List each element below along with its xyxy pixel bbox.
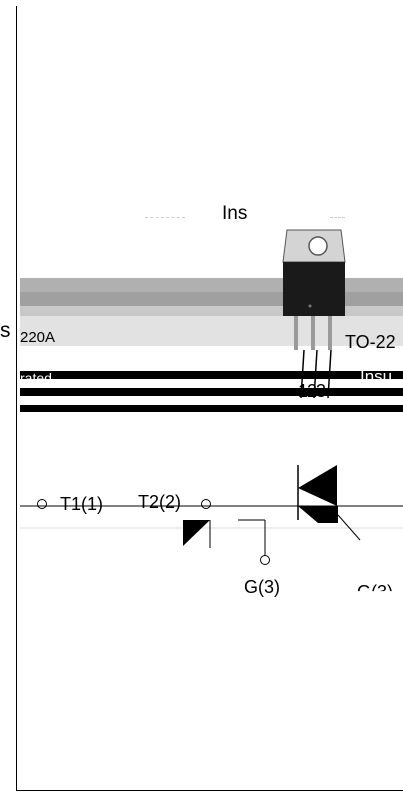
band-light xyxy=(20,316,403,346)
header-label: Ins xyxy=(222,203,248,224)
package-dot xyxy=(308,304,312,308)
package-body xyxy=(283,262,345,316)
band-right-text-2: Insu xyxy=(360,367,393,386)
band-gray-low xyxy=(20,306,403,316)
header-rule-right xyxy=(330,217,345,220)
right-gate-label-cut: G(3) xyxy=(357,582,393,602)
band-left-text-1: 220A xyxy=(20,329,56,346)
stripe-1 xyxy=(20,371,403,379)
package-tab xyxy=(282,229,346,263)
frame-bottom-border xyxy=(16,790,403,791)
right-gate-lead xyxy=(337,514,361,541)
package-leads xyxy=(294,316,332,350)
right-triac-triangle-2 xyxy=(298,506,338,523)
pin-numbers: 123 xyxy=(298,381,326,401)
t2-label: T2(2) xyxy=(138,492,182,512)
gate-node xyxy=(260,555,270,565)
t2-terminal-node xyxy=(201,499,211,509)
stripe-3 xyxy=(20,405,403,412)
right-triac-triangle-1 xyxy=(298,465,337,506)
triac-schematic xyxy=(20,465,403,565)
package-lead-legs xyxy=(300,349,332,399)
stripe-2 xyxy=(20,388,403,396)
band-right-text-1: TO-22 xyxy=(345,332,396,352)
t1-label: T1(1) xyxy=(60,494,104,514)
band-left-text-2: rated xyxy=(20,370,52,386)
left-edge-char: s xyxy=(0,319,11,342)
t1-terminal-node xyxy=(37,499,47,509)
gate-label: G(3) xyxy=(244,577,280,597)
frame-left-border xyxy=(16,6,17,791)
header-rule-left xyxy=(145,217,185,220)
left-triac-triangle xyxy=(183,520,210,546)
